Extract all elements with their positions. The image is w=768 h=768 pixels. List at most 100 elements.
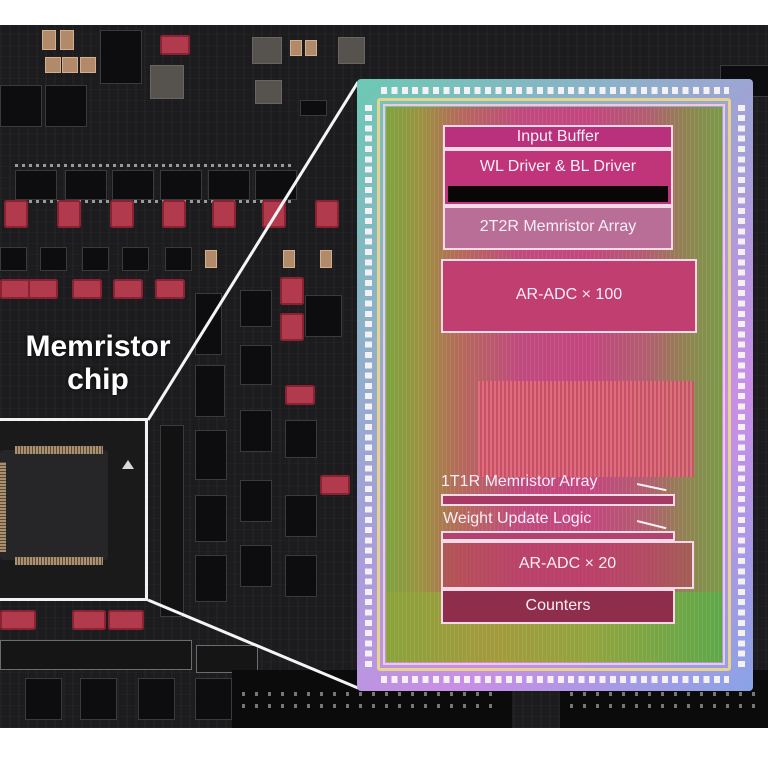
socket-rail <box>160 425 184 617</box>
capacitor <box>283 250 295 268</box>
ic <box>285 555 317 597</box>
jumper <box>110 200 134 228</box>
inductor <box>150 65 184 99</box>
ic <box>138 678 175 720</box>
ic <box>252 37 282 64</box>
capacitor <box>62 57 78 73</box>
block-wl-bl-driver: WL Driver & BL Driver <box>443 149 673 206</box>
jumper <box>280 277 304 305</box>
label-1t1r-array: 1T1R Memristor Array <box>441 473 598 490</box>
jumper <box>155 279 185 299</box>
jumper <box>28 279 58 299</box>
chip-pins <box>0 462 6 552</box>
core-ring-inner <box>383 104 725 665</box>
capacitor <box>45 57 61 73</box>
ic <box>195 430 227 480</box>
capacitor <box>305 40 317 56</box>
bond-pads <box>381 676 729 683</box>
ic <box>285 420 317 458</box>
orientation-triangle-icon <box>122 460 134 469</box>
ic <box>338 37 365 64</box>
label-line-1: Memristor <box>25 330 171 363</box>
ic <box>195 293 222 355</box>
block-1t1r-array <box>441 494 675 506</box>
block-2t2r-array: 2T2R Memristor Array <box>443 206 673 250</box>
ic <box>240 290 272 327</box>
capacitor <box>320 250 332 268</box>
jumper <box>72 610 106 630</box>
block-label: WL Driver & BL Driver <box>479 158 637 175</box>
core-ring <box>377 98 731 671</box>
label-line-2: chip <box>67 363 129 396</box>
ic <box>195 495 227 542</box>
ic <box>80 678 117 720</box>
ic <box>255 170 297 200</box>
connector <box>300 100 327 116</box>
jumper <box>72 279 102 299</box>
ic <box>82 247 109 271</box>
ic <box>0 247 27 271</box>
block-weight-update-logic <box>441 531 675 541</box>
bond-pads <box>365 103 372 667</box>
chip-highlight-box <box>0 418 148 601</box>
ic <box>0 85 42 127</box>
ic <box>122 247 149 271</box>
ic <box>165 247 192 271</box>
jumper <box>4 200 28 228</box>
inductor <box>100 30 142 84</box>
block-ar-adc-20: AR-ADC × 20 <box>441 541 694 589</box>
ic <box>240 545 272 587</box>
ic <box>65 170 107 200</box>
jumper <box>315 200 339 228</box>
jumper <box>285 385 315 405</box>
ic <box>15 170 57 200</box>
capacitor <box>205 250 217 268</box>
block-label: 2T2R Memristor Array <box>479 218 637 235</box>
pin-row <box>15 164 295 167</box>
jumper <box>113 279 143 299</box>
resistor-network <box>0 640 192 670</box>
jumper <box>212 200 236 228</box>
ic <box>25 678 62 720</box>
ic <box>45 85 87 127</box>
capacitor <box>80 57 96 73</box>
capacitor <box>290 40 302 56</box>
ic <box>112 170 154 200</box>
bond-pads <box>381 87 729 94</box>
ic <box>240 410 272 452</box>
ic <box>195 678 232 720</box>
jumper <box>262 200 286 228</box>
jumper <box>57 200 81 228</box>
jumper <box>0 279 30 299</box>
memristor-chip-label: Memristor chip <box>10 330 186 396</box>
block-label: Input Buffer <box>516 128 600 145</box>
chip-pins <box>15 557 103 565</box>
ic <box>160 170 202 200</box>
label-weight-update-logic: Weight Update Logic <box>443 510 592 527</box>
ic <box>305 295 342 337</box>
ic <box>208 170 250 200</box>
jumper <box>0 610 36 630</box>
driver-strip <box>448 186 668 202</box>
jumper <box>320 475 350 495</box>
resistor-network <box>196 645 258 673</box>
chip-pins <box>15 446 103 454</box>
ic <box>255 80 282 104</box>
ic <box>195 365 225 417</box>
block-label: AR-ADC × 20 <box>518 555 617 572</box>
block-label: AR-ADC × 100 <box>515 286 623 303</box>
capacitor <box>42 30 56 50</box>
block-ar-adc-100: AR-ADC × 100 <box>441 259 697 333</box>
jumper <box>108 610 144 630</box>
ic <box>285 495 317 537</box>
jumper <box>280 313 304 341</box>
jumper <box>162 200 186 228</box>
ic <box>240 345 272 385</box>
ic <box>240 480 272 522</box>
block-label: Counters <box>525 597 591 614</box>
jumper <box>160 35 190 55</box>
block-input-buffer: Input Buffer <box>443 125 673 149</box>
capacitor <box>60 30 74 50</box>
ic <box>195 555 227 602</box>
memristor-chip <box>0 450 108 560</box>
